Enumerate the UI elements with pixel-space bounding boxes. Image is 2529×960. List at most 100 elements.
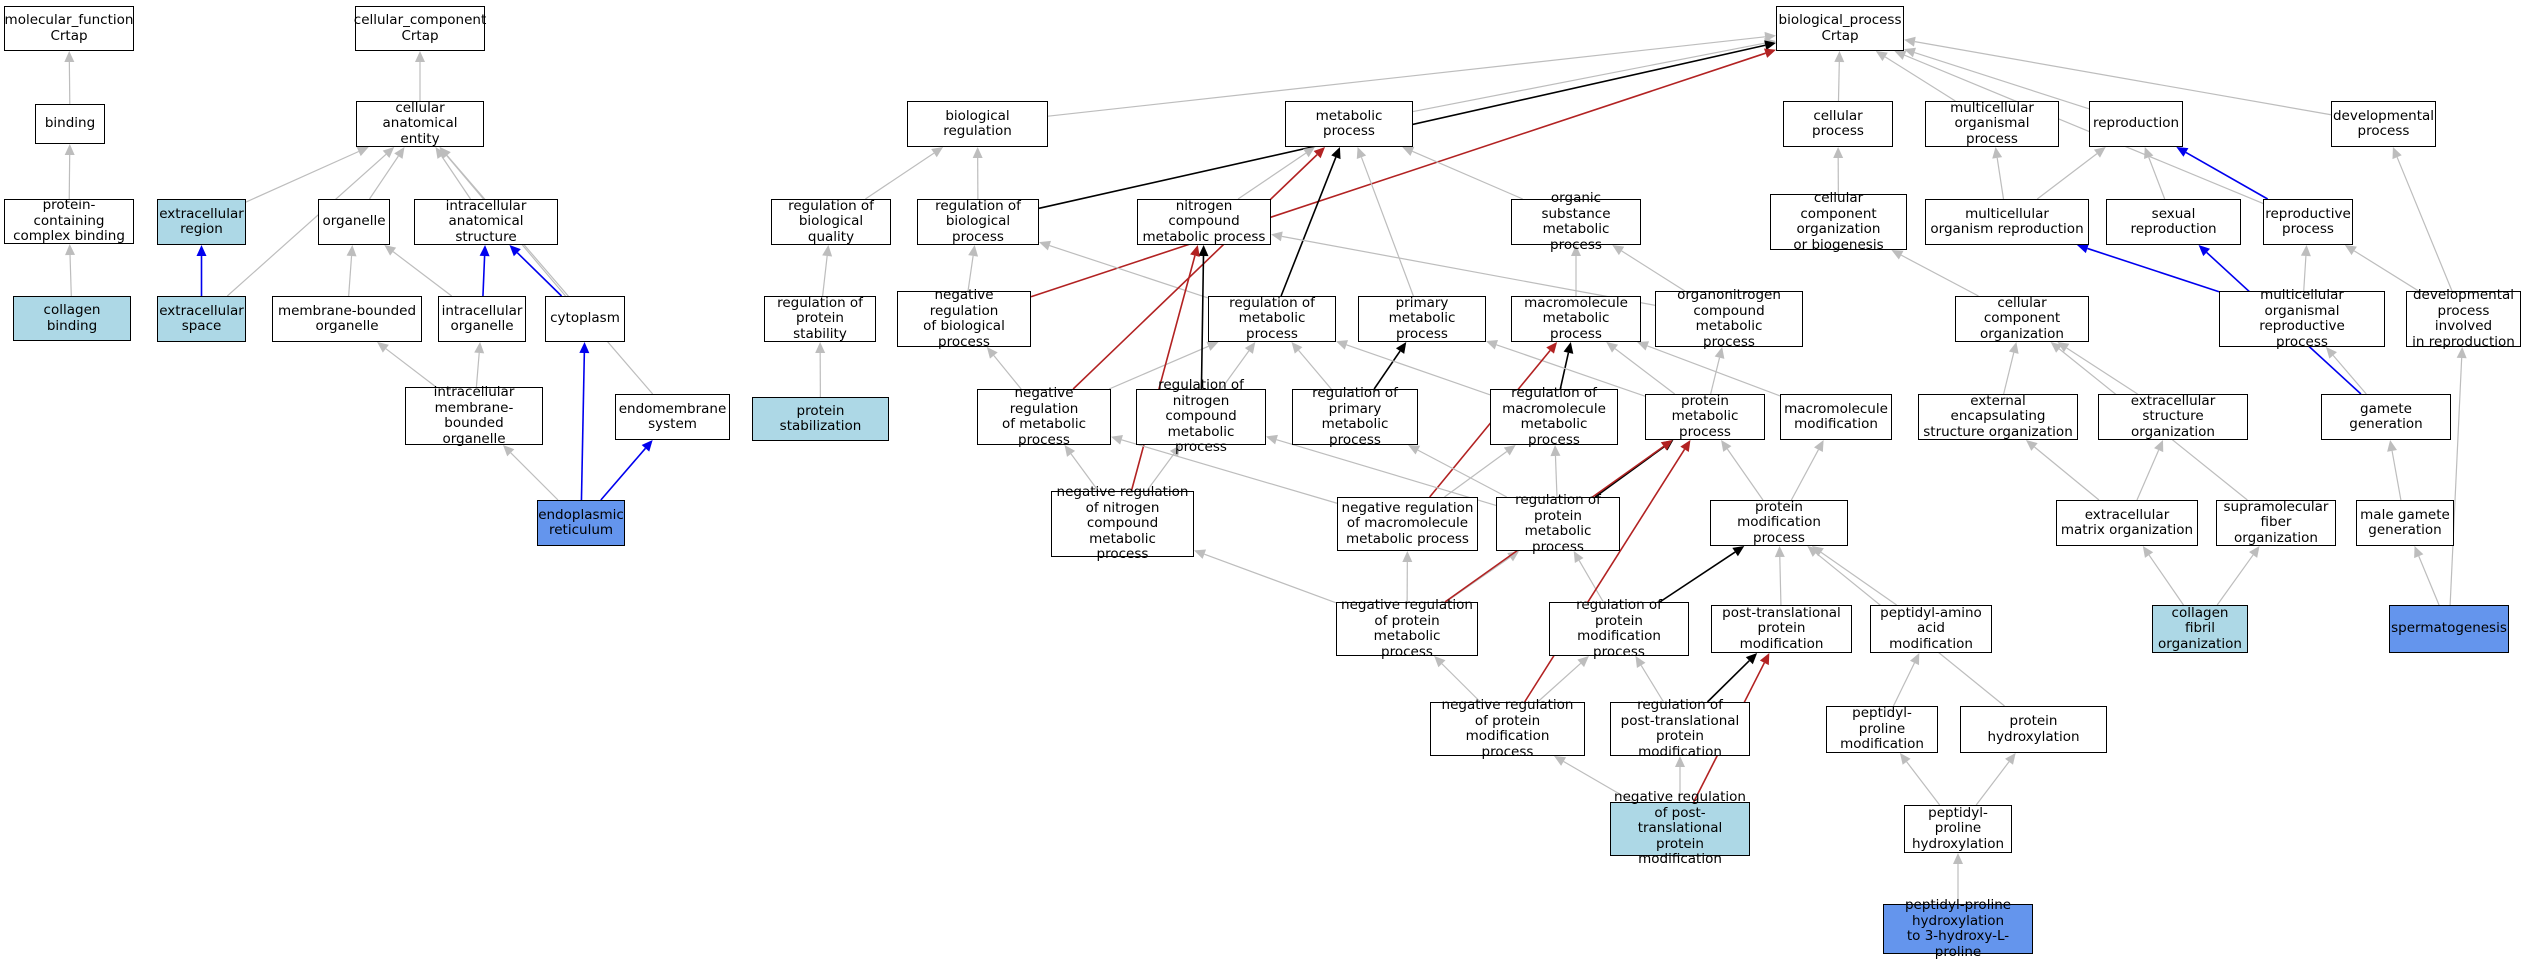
node-spermatogenesis[interactable]: spermatogenesis bbox=[2389, 605, 2509, 653]
node-extracellular-structure-organization[interactable]: extracellular structure organization bbox=[2098, 394, 2248, 440]
node-protein-metabolic-process[interactable]: protein metabolic process bbox=[1645, 394, 1765, 440]
node-cellular-component-organization-or-biogenesis[interactable]: cellular component organization or bioge… bbox=[1770, 194, 1907, 250]
node-multicellular-organismal-process[interactable]: multicellular organismal process bbox=[1925, 101, 2059, 147]
node-protein-hydroxylation[interactable]: protein hydroxylation bbox=[1960, 706, 2107, 753]
node-organic-substance-metabolic-process[interactable]: organic substance metabolic process bbox=[1511, 199, 1641, 245]
node-metabolic-process[interactable]: metabolic process bbox=[1285, 101, 1413, 147]
node-peptidyl-amino-acid-modification[interactable]: peptidyl-amino acid modification bbox=[1870, 605, 1992, 653]
edge-arrowhead bbox=[2094, 147, 2106, 158]
node-regulation-of-protein-stability[interactable]: regulation of protein stability bbox=[764, 296, 876, 342]
node-membrane-bounded-organelle[interactable]: membrane-bounded organelle bbox=[272, 296, 422, 342]
node-peptidyl-proline-modification[interactable]: peptidyl-proline modification bbox=[1826, 706, 1938, 753]
edge-part-of bbox=[581, 353, 584, 500]
node-peptidyl-proline-hydroxylation[interactable]: peptidyl-proline hydroxylation bbox=[1904, 805, 2012, 853]
node-regulation-of-protein-metabolic-process[interactable]: regulation of protein metabolic process bbox=[1496, 497, 1620, 551]
node-multicellular-organismal-reproductive-process[interactable]: multicellular organismal reproductive pr… bbox=[2219, 291, 2385, 347]
node-regulation-of-metabolic-process[interactable]: regulation of metabolic process bbox=[1208, 296, 1336, 342]
node-binding[interactable]: binding bbox=[35, 104, 105, 144]
node-cellular-component-organization[interactable]: cellular component organization bbox=[1955, 296, 2089, 342]
node-negative-regulation-of-biological-process[interactable]: negative regulation of biological proces… bbox=[897, 291, 1031, 347]
node-collagen-fibril-organization[interactable]: collagen fibril organization bbox=[2152, 605, 2248, 653]
node-supramolecular-fiber-organization[interactable]: supramolecular fiber organization bbox=[2216, 500, 2336, 546]
edge-arrowhead bbox=[384, 245, 396, 256]
node-male-gamete-generation[interactable]: male gamete generation bbox=[2356, 500, 2454, 546]
node-biological-process[interactable]: biological_process Crtap bbox=[1776, 6, 1904, 51]
node-cellular-process[interactable]: cellular process bbox=[1783, 101, 1893, 147]
node-collagen-binding[interactable]: collagen binding bbox=[13, 296, 131, 341]
node-intracellular-anatomical-structure[interactable]: intracellular anatomical structure bbox=[414, 199, 558, 245]
edge-is-a bbox=[369, 156, 398, 199]
node-protein-modification-process[interactable]: protein modification process bbox=[1710, 500, 1848, 546]
node-post-translational-protein-modification[interactable]: post-translational protein modification bbox=[1711, 605, 1852, 653]
edge-arrowhead bbox=[973, 147, 983, 158]
node-macromolecule-metabolic-process[interactable]: macromolecule metabolic process bbox=[1511, 296, 1641, 342]
node-negative-regulation-of-protein-metabolic-process[interactable]: negative regulation of protein metabolic… bbox=[1336, 602, 1478, 656]
node-nitrogen-compound-metabolic-process[interactable]: nitrogen compound metabolic process bbox=[1137, 199, 1271, 245]
edge-arrowhead bbox=[65, 144, 75, 155]
node-extracellular-matrix-organization[interactable]: extracellular matrix organization bbox=[2056, 500, 2198, 546]
node-negative-regulation-of-nitrogen-compound-metabolic-process[interactable]: negative regulation of nitrogen compound… bbox=[1051, 491, 1194, 557]
edge-arrowhead bbox=[1680, 440, 1690, 452]
node-negative-regulation-of-macromolecule-metabolic-process[interactable]: negative regulation of macromolecule met… bbox=[1337, 497, 1478, 551]
edge-arrowhead bbox=[474, 342, 484, 353]
node-molecular-function[interactable]: molecular_function Crtap bbox=[4, 6, 134, 51]
edge-arrowhead bbox=[2026, 440, 2038, 451]
edge-arrowhead bbox=[931, 147, 943, 157]
node-intracellular-membrane-bounded-organelle[interactable]: intracellular membrane-bounded organelle bbox=[405, 387, 543, 445]
node-gamete-generation[interactable]: gamete generation bbox=[2321, 394, 2451, 440]
node-cellular-anatomical-entity[interactable]: cellular anatomical entity bbox=[356, 101, 484, 147]
node-cytoplasm[interactable]: cytoplasm bbox=[545, 296, 625, 342]
edge-part-of bbox=[2087, 248, 2219, 291]
node-reproductive-process[interactable]: reproductive process bbox=[2263, 199, 2353, 245]
node-external-encapsulating-structure-organization[interactable]: external encapsulating structure organiz… bbox=[1918, 394, 2078, 440]
node-reproduction[interactable]: reproduction bbox=[2089, 101, 2183, 147]
node-extracellular-space[interactable]: extracellular space bbox=[157, 296, 246, 342]
edge-is-a bbox=[1299, 350, 1332, 389]
node-regulation-of-nitrogen-compound-metabolic-process[interactable]: regulation of nitrogen compound metaboli… bbox=[1136, 389, 1266, 445]
edge-negatively-regulates bbox=[1031, 53, 1766, 297]
node-regulation-of-primary-metabolic-process[interactable]: regulation of primary metabolic process bbox=[1292, 389, 1418, 445]
node-regulation-of-biological-quality[interactable]: regulation of biological quality bbox=[771, 199, 891, 245]
node-primary-metabolic-process[interactable]: primary metabolic process bbox=[1358, 296, 1486, 342]
edge-arrowhead bbox=[1266, 435, 1278, 445]
edge-regulates bbox=[1374, 351, 1400, 389]
node-developmental-process[interactable]: developmental process bbox=[2331, 101, 2436, 147]
node-regulation-of-protein-modification-process[interactable]: regulation of protein modification proce… bbox=[1549, 602, 1689, 656]
edge-regulates bbox=[1560, 353, 1568, 389]
edge-arrowhead bbox=[2249, 546, 2259, 558]
edge-is-a bbox=[2149, 555, 2183, 605]
node-endomembrane-system[interactable]: endomembrane system bbox=[615, 394, 730, 440]
edge-arrowhead bbox=[1834, 51, 1844, 62]
node-peptidyl-proline-hydroxylation-to-3-hydroxy-l-proline[interactable]: peptidyl-proline hydroxylation to 3-hydr… bbox=[1883, 904, 2033, 954]
edge-is-a bbox=[2137, 450, 2159, 500]
edge-arrowhead bbox=[1336, 340, 1348, 349]
edge-is-a bbox=[476, 353, 479, 387]
node-extracellular-region[interactable]: extracellular region bbox=[157, 199, 246, 245]
edge-arrowhead bbox=[1637, 341, 1649, 350]
edge-is-a bbox=[994, 356, 1021, 389]
node-regulation-of-post-translational-protein-modification[interactable]: regulation of post-translational protein… bbox=[1610, 702, 1750, 756]
node-intracellular-organelle[interactable]: intracellular organelle bbox=[438, 296, 526, 342]
node-organonitrogen-compound-metabolic-process[interactable]: organonitrogen compound metabolic proces… bbox=[1655, 291, 1803, 347]
node-protein-stabilization[interactable]: protein stabilization bbox=[752, 397, 889, 441]
node-regulation-of-macromolecule-metabolic-process[interactable]: regulation of macromolecule metabolic pr… bbox=[1490, 389, 1618, 445]
node-macromolecule-modification[interactable]: macromolecule modification bbox=[1780, 394, 1892, 440]
node-developmental-process-involved-in-reproduction[interactable]: developmental process involved in reprod… bbox=[2406, 291, 2521, 347]
node-endoplasmic-reticulum[interactable]: endoplasmic reticulum bbox=[537, 500, 625, 546]
node-regulation-of-biological-process[interactable]: regulation of biological process bbox=[917, 199, 1039, 245]
node-negative-regulation-of-protein-modification-process[interactable]: negative regulation of protein modificat… bbox=[1430, 702, 1585, 756]
node-protein-containing-complex-binding[interactable]: protein-containing complex binding bbox=[4, 199, 134, 244]
node-cellular-component[interactable]: cellular_component Crtap bbox=[355, 6, 485, 51]
node-organelle[interactable]: organelle bbox=[318, 199, 390, 245]
edge-arrowhead bbox=[1357, 147, 1366, 159]
node-sexual-reproduction[interactable]: sexual reproduction bbox=[2106, 199, 2241, 245]
edge-is-a bbox=[2034, 447, 2099, 500]
node-negative-regulation-of-post-translational-protein-modification[interactable]: negative regulation of post-translationa… bbox=[1610, 802, 1750, 856]
edge-arrowhead bbox=[1732, 546, 1744, 556]
node-biological-regulation[interactable]: biological regulation bbox=[907, 101, 1048, 147]
node-multicellular-organism-reproduction[interactable]: multicellular organism reproduction bbox=[1925, 199, 2089, 245]
edge-arrowhead bbox=[1291, 342, 1302, 354]
edge-arrowhead bbox=[1904, 37, 1916, 47]
edge-is-a bbox=[2217, 555, 2253, 605]
node-negative-regulation-of-metabolic-process[interactable]: negative regulation of metabolic process bbox=[977, 389, 1111, 445]
